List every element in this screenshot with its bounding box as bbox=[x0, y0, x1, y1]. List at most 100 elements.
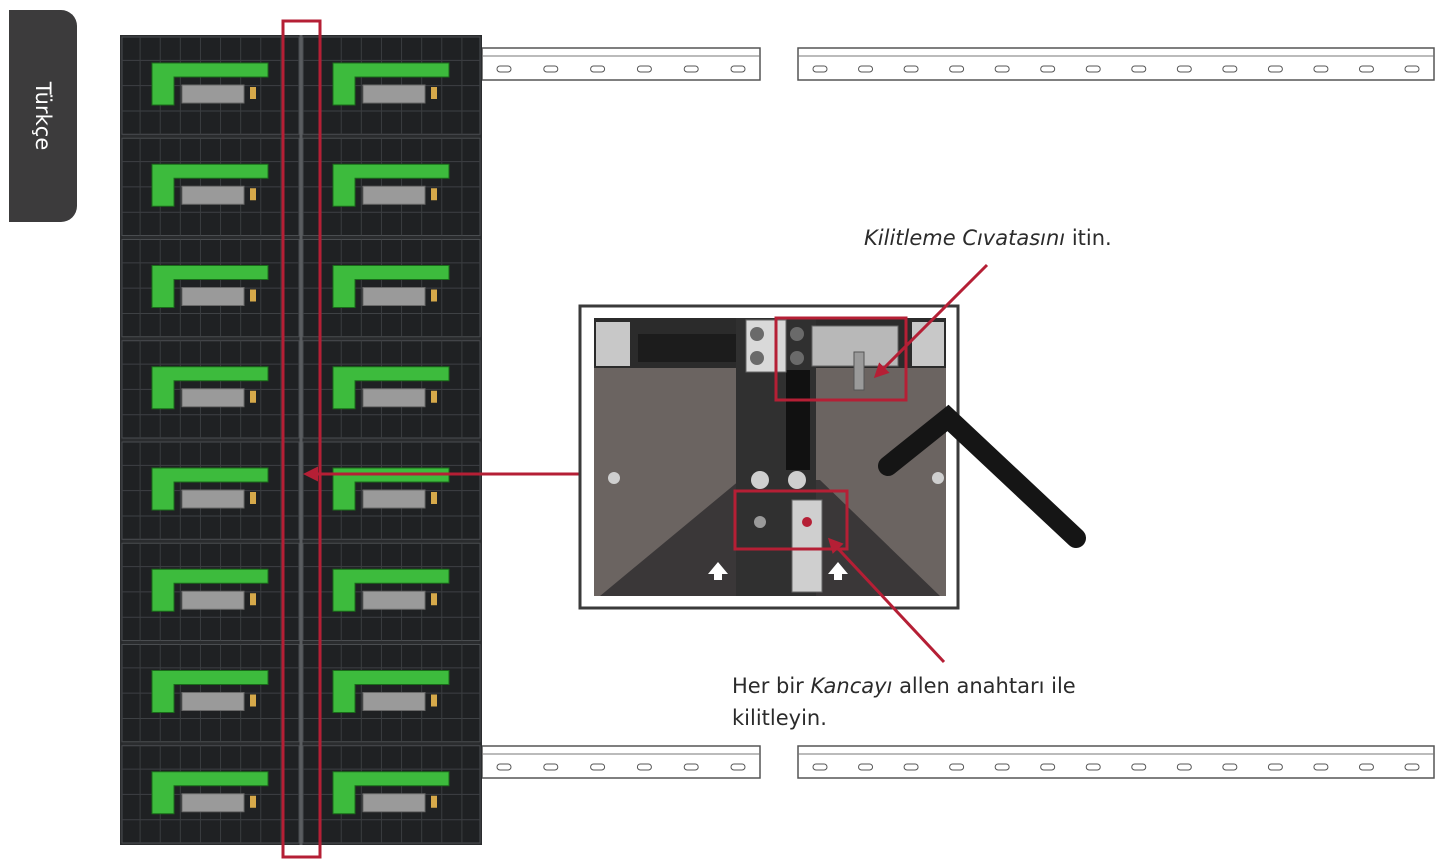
rail-slot bbox=[1404, 65, 1420, 73]
mounting-bracket bbox=[332, 670, 450, 713]
rail-slot bbox=[1267, 763, 1283, 771]
power-module bbox=[181, 287, 245, 306]
rail-slot bbox=[812, 65, 828, 73]
rail-slot bbox=[1176, 65, 1192, 73]
mounting-bracket bbox=[332, 467, 450, 511]
power-module bbox=[362, 590, 426, 610]
rail-slot bbox=[949, 65, 965, 73]
led-panel bbox=[121, 239, 300, 338]
rail-slot bbox=[1131, 65, 1147, 73]
led-panel bbox=[302, 340, 481, 439]
mounting-bracket bbox=[151, 62, 269, 106]
rail-slot bbox=[858, 65, 874, 73]
power-module bbox=[181, 692, 245, 711]
power-module bbox=[181, 84, 245, 104]
rail-slot bbox=[858, 763, 874, 771]
mounting-bracket bbox=[151, 163, 269, 207]
rail-slot bbox=[903, 763, 919, 771]
rail-slot bbox=[1358, 763, 1374, 771]
power-module bbox=[362, 793, 426, 813]
power-module bbox=[362, 287, 426, 306]
rail-slot bbox=[1040, 763, 1056, 771]
rail-slot bbox=[590, 763, 606, 771]
mounting-bracket bbox=[332, 366, 450, 410]
power-module bbox=[181, 185, 245, 205]
hook-highlight-box bbox=[733, 489, 849, 551]
bolt-pointer-arrow bbox=[873, 263, 989, 379]
callout-lock-hook: Her bir Kancayı allen anahtarı ile kilit… bbox=[732, 670, 1152, 734]
mounting-bracket bbox=[332, 568, 450, 612]
led-panel bbox=[302, 36, 481, 135]
rail-slot bbox=[1085, 65, 1101, 73]
callout-push-locking-bolt: Kilitleme Cıvatasını itin. bbox=[864, 222, 1112, 254]
allen-key-icon bbox=[878, 404, 1086, 548]
callout-hook-italic: Kancayı bbox=[810, 674, 893, 698]
rail-slot bbox=[590, 65, 606, 73]
rail-slot bbox=[543, 763, 559, 771]
power-module bbox=[362, 489, 426, 509]
rail-bottom-left bbox=[481, 745, 761, 779]
rail-slot bbox=[994, 65, 1010, 73]
led-panel bbox=[121, 542, 300, 641]
rail-top-right bbox=[797, 47, 1435, 81]
rail-slot bbox=[496, 65, 512, 73]
mounting-bracket bbox=[151, 467, 269, 511]
power-module bbox=[362, 692, 426, 711]
led-panel bbox=[302, 441, 481, 540]
rail-slot bbox=[812, 763, 828, 771]
callout-bolt-rest: itin. bbox=[1065, 226, 1112, 250]
rail-slot bbox=[1131, 763, 1147, 771]
rail-slot bbox=[636, 763, 652, 771]
power-module bbox=[362, 388, 426, 408]
rail-slot bbox=[1040, 65, 1056, 73]
rail-slot bbox=[949, 763, 965, 771]
rail-slot bbox=[994, 763, 1010, 771]
callout-hook-pre: Her bir bbox=[732, 674, 811, 698]
callout-bolt-italic: Kilitleme Cıvatasını bbox=[864, 226, 1066, 250]
mounting-bracket bbox=[151, 265, 269, 308]
mounting-bracket bbox=[332, 771, 450, 815]
rail-slot bbox=[683, 65, 699, 73]
hook-pointer-arrow bbox=[827, 537, 946, 664]
rail-slot bbox=[1313, 65, 1329, 73]
rail-slot bbox=[683, 763, 699, 771]
mounting-bracket bbox=[332, 163, 450, 207]
led-panel bbox=[302, 137, 481, 236]
mounting-bracket bbox=[332, 62, 450, 106]
mounting-bracket bbox=[151, 670, 269, 713]
led-panel bbox=[121, 644, 300, 743]
power-module bbox=[181, 793, 245, 813]
rail-slot bbox=[1358, 65, 1374, 73]
led-panel bbox=[121, 137, 300, 236]
callout-hook-post: allen anahtarı ile kilitleyin. bbox=[732, 674, 1076, 730]
bolt-highlight-box bbox=[774, 316, 908, 402]
rail-slot bbox=[636, 65, 652, 73]
led-panel bbox=[121, 745, 300, 844]
power-module bbox=[362, 84, 426, 104]
led-panel bbox=[302, 542, 481, 641]
rail-top-left bbox=[481, 47, 761, 81]
power-module bbox=[362, 185, 426, 205]
rail-slot bbox=[903, 65, 919, 73]
rail-slot bbox=[1267, 65, 1283, 73]
rail-slot bbox=[496, 763, 512, 771]
led-panel bbox=[302, 745, 481, 844]
rail-slot bbox=[1085, 763, 1101, 771]
rail-bottom-right bbox=[797, 745, 1435, 779]
led-panel bbox=[121, 36, 300, 135]
rail-slot bbox=[1404, 763, 1420, 771]
power-module bbox=[181, 590, 245, 610]
mounting-bracket bbox=[151, 366, 269, 410]
rail-slot bbox=[1222, 65, 1238, 73]
led-panel bbox=[121, 441, 300, 540]
led-panel bbox=[121, 340, 300, 439]
mounting-rails bbox=[481, 47, 1435, 779]
mounting-bracket bbox=[151, 568, 269, 612]
rail-slot bbox=[1313, 763, 1329, 771]
mounting-bracket bbox=[151, 771, 269, 815]
language-tab: Türkçe bbox=[9, 10, 77, 222]
led-wall bbox=[120, 35, 482, 845]
rail-slot bbox=[1176, 763, 1192, 771]
rail-slot bbox=[1222, 763, 1238, 771]
